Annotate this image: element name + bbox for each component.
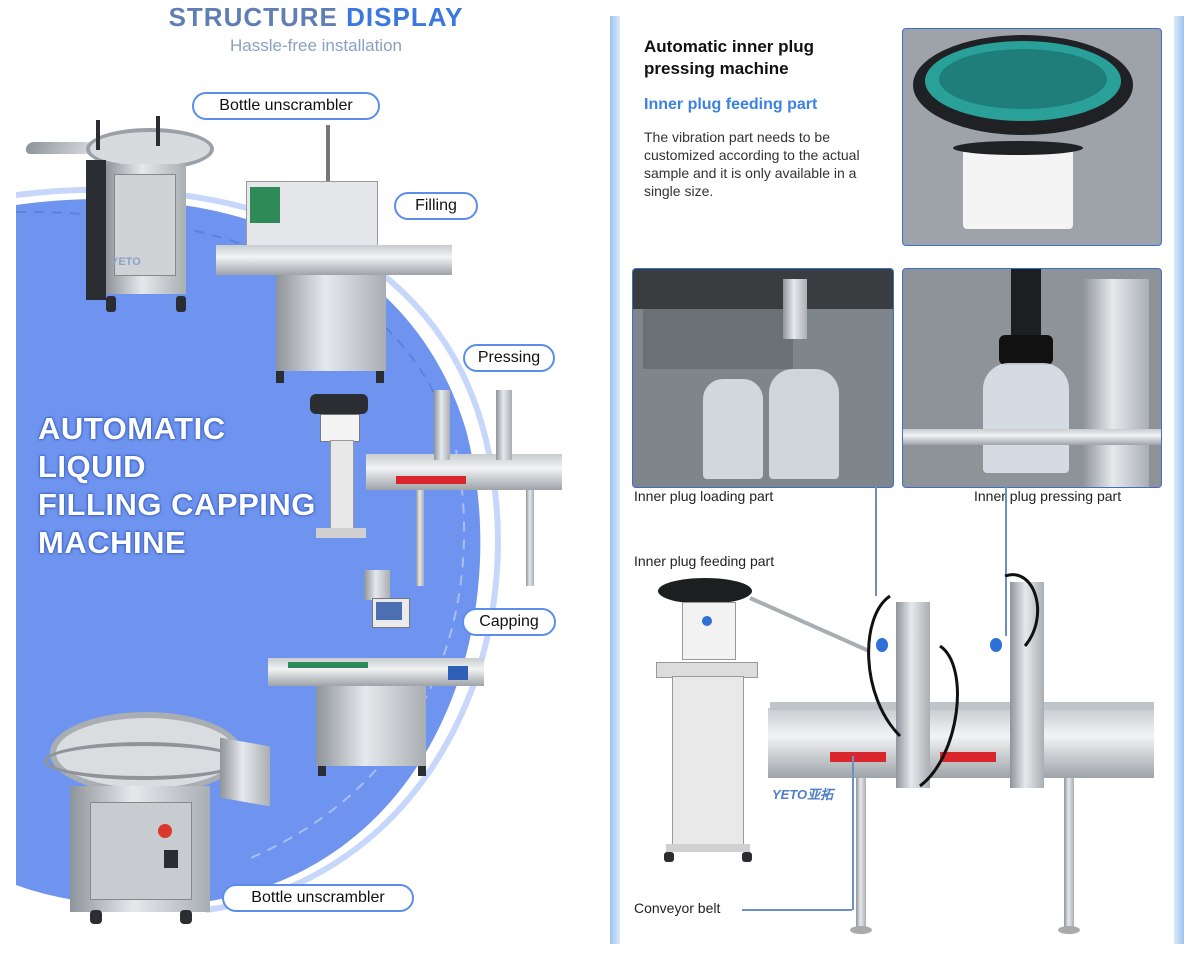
panel-edge-left (610, 16, 620, 944)
title-line-4: MACHINE (38, 525, 187, 560)
brand-logo-yeto: YETO亚拓 (772, 787, 834, 802)
brand-watermark: YETO (111, 256, 141, 268)
label-bottle-unscrambler-top: Bottle unscrambler (192, 92, 380, 120)
label-inner-plug-feeding: Inner plug feeding part (634, 553, 775, 569)
leader-line-pressing (1005, 486, 1007, 636)
main-title: AUTOMATIC LIQUID FILLING CAPPING MACHINE (38, 410, 338, 562)
panel-edge-right (1174, 16, 1184, 944)
right-title: Automatic inner plug pressing machine (644, 37, 814, 78)
filling-machine-image (216, 125, 456, 385)
left-panel: STRUCTURE DISPLAY Hassle-free installati… (16, 0, 576, 946)
leader-line-conveyor-vertical (852, 756, 854, 910)
label-pressing: Pressing (463, 344, 555, 372)
title-line-3: FILLING CAPPING (38, 487, 316, 522)
header-subtitle: Hassle-free installation (230, 36, 402, 55)
right-panel: Automatic inner plug pressing machine In… (610, 16, 1184, 944)
label-conveyor-belt: Conveyor belt (634, 900, 721, 916)
capping-machine-image (268, 570, 488, 780)
photo-vibration-bowl (902, 28, 1162, 246)
title-line-1: AUTOMATIC (38, 411, 226, 446)
leader-line-loading (875, 486, 877, 596)
structure-display-title: STRUCTURE DISPLAY (168, 2, 464, 32)
label-capping: Capping (462, 608, 556, 636)
main-machine-image: YETO亚拓 (650, 556, 1170, 941)
right-subtitle: Inner plug feeding part (644, 96, 818, 113)
title-line-2: LIQUID (38, 449, 147, 484)
label-inner-plug-pressing: Inner plug pressing part (974, 488, 1122, 504)
bottle-unscrambler-top-image: YETO (24, 116, 216, 320)
label-filling: Filling (394, 192, 478, 220)
photo-inner-plug-pressing (902, 268, 1162, 488)
right-description: The vibration part needs to be customize… (644, 129, 860, 199)
label-inner-plug-loading: Inner plug loading part (634, 488, 774, 504)
air-hoses (867, 573, 1040, 788)
photo-inner-plug-loading (632, 268, 894, 488)
leader-line-conveyor (742, 909, 852, 911)
bottle-unscrambler-bottom-image (30, 712, 280, 926)
label-bottle-unscrambler-bottom: Bottle unscrambler (222, 884, 414, 912)
pressing-machine-image (306, 380, 566, 590)
